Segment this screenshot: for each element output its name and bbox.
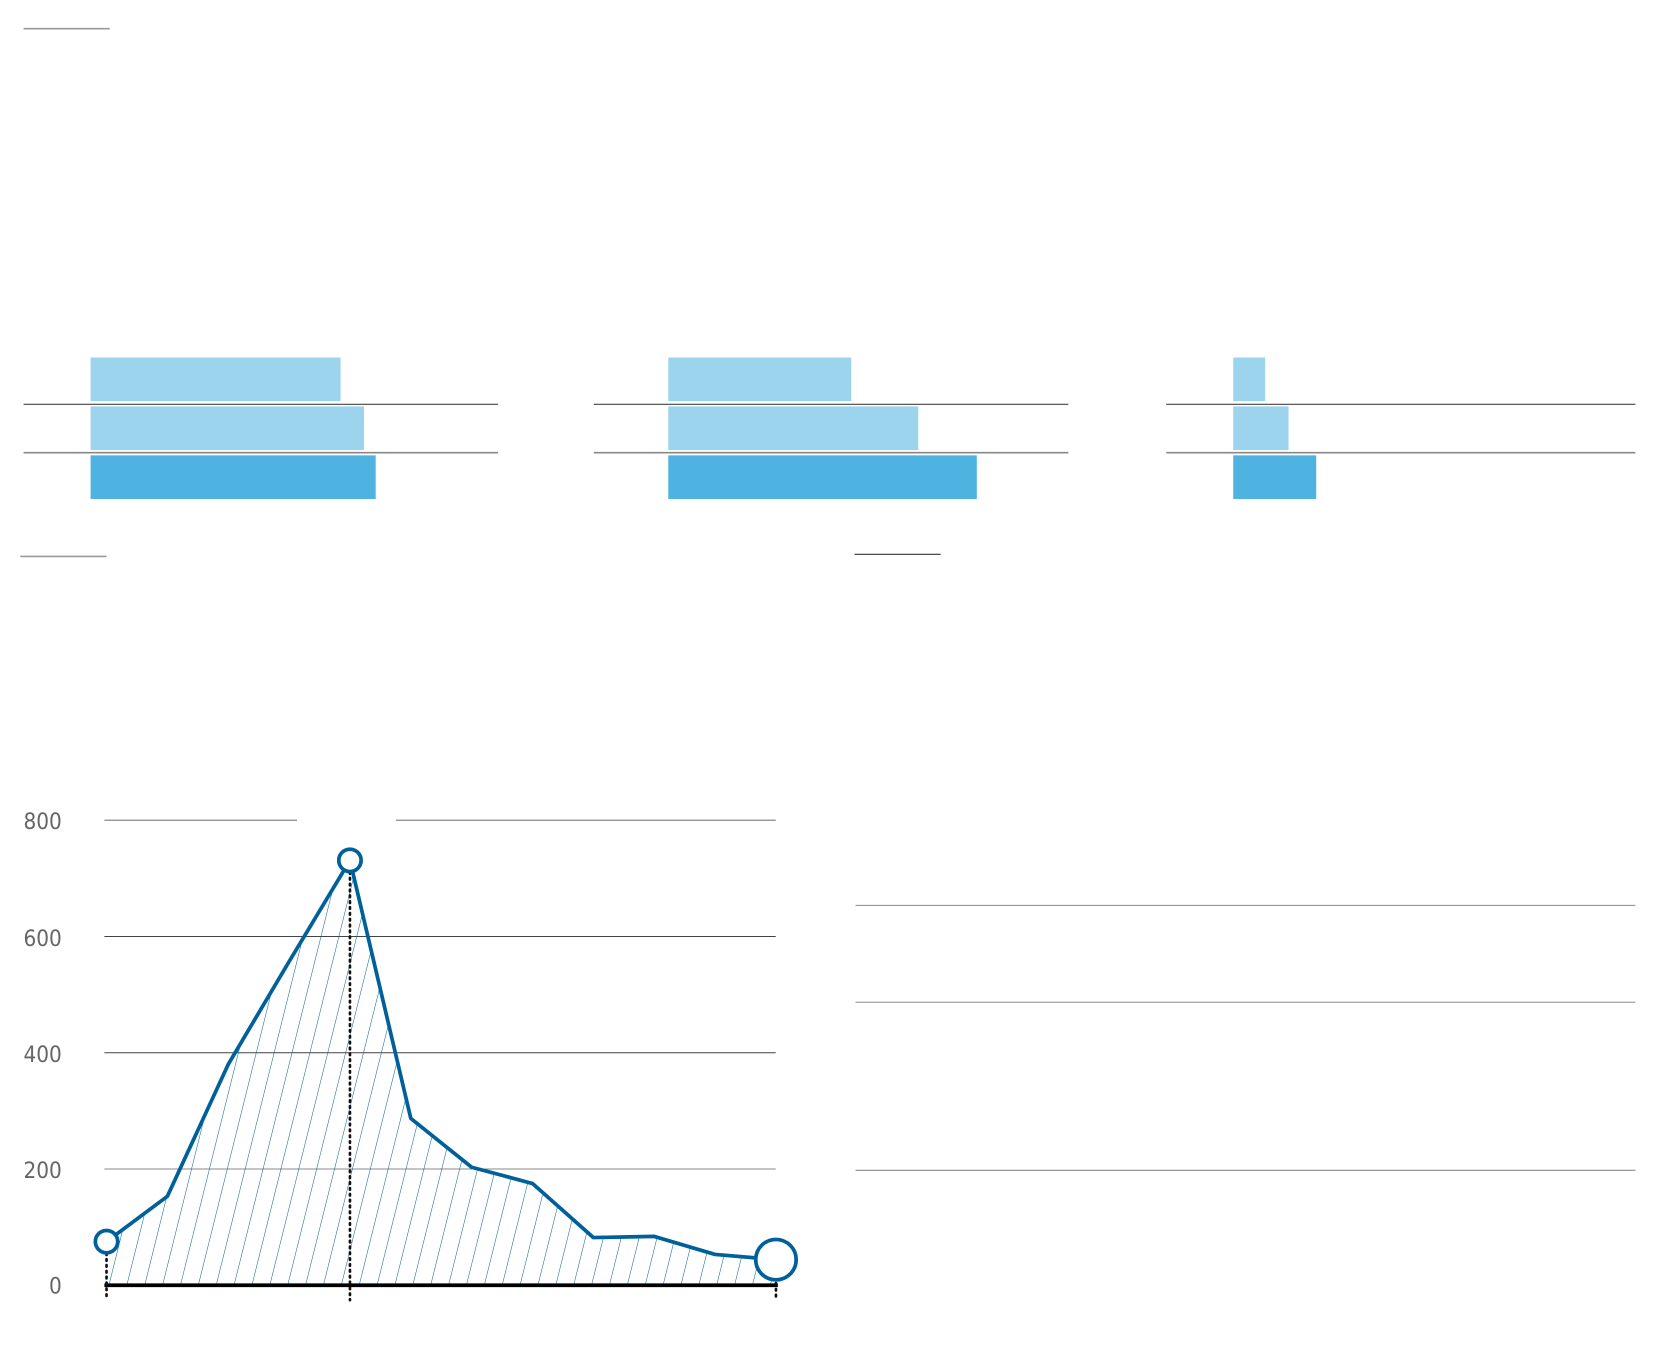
bar	[90, 455, 376, 499]
bar-chart-groups	[23, 357, 1636, 499]
y-tick-label: 200	[23, 1158, 61, 1184]
y-tick-label: 800	[23, 809, 61, 835]
data-point-marker	[753, 1237, 799, 1282]
bar	[1233, 455, 1317, 499]
bar	[90, 357, 341, 402]
bar	[1233, 357, 1266, 402]
bar	[1233, 406, 1289, 451]
y-tick-label: 400	[23, 1042, 61, 1068]
y-tick-label: 0	[49, 1274, 62, 1300]
area-fill	[106, 860, 776, 1286]
bar	[668, 406, 919, 451]
bar	[668, 357, 852, 402]
area-chart	[93, 819, 799, 1302]
bar	[668, 455, 977, 499]
data-point-marker	[93, 1228, 120, 1255]
y-tick-label: 600	[23, 926, 61, 952]
bar	[90, 406, 364, 451]
series-line	[105, 858, 777, 1262]
data-point-marker	[336, 847, 363, 874]
